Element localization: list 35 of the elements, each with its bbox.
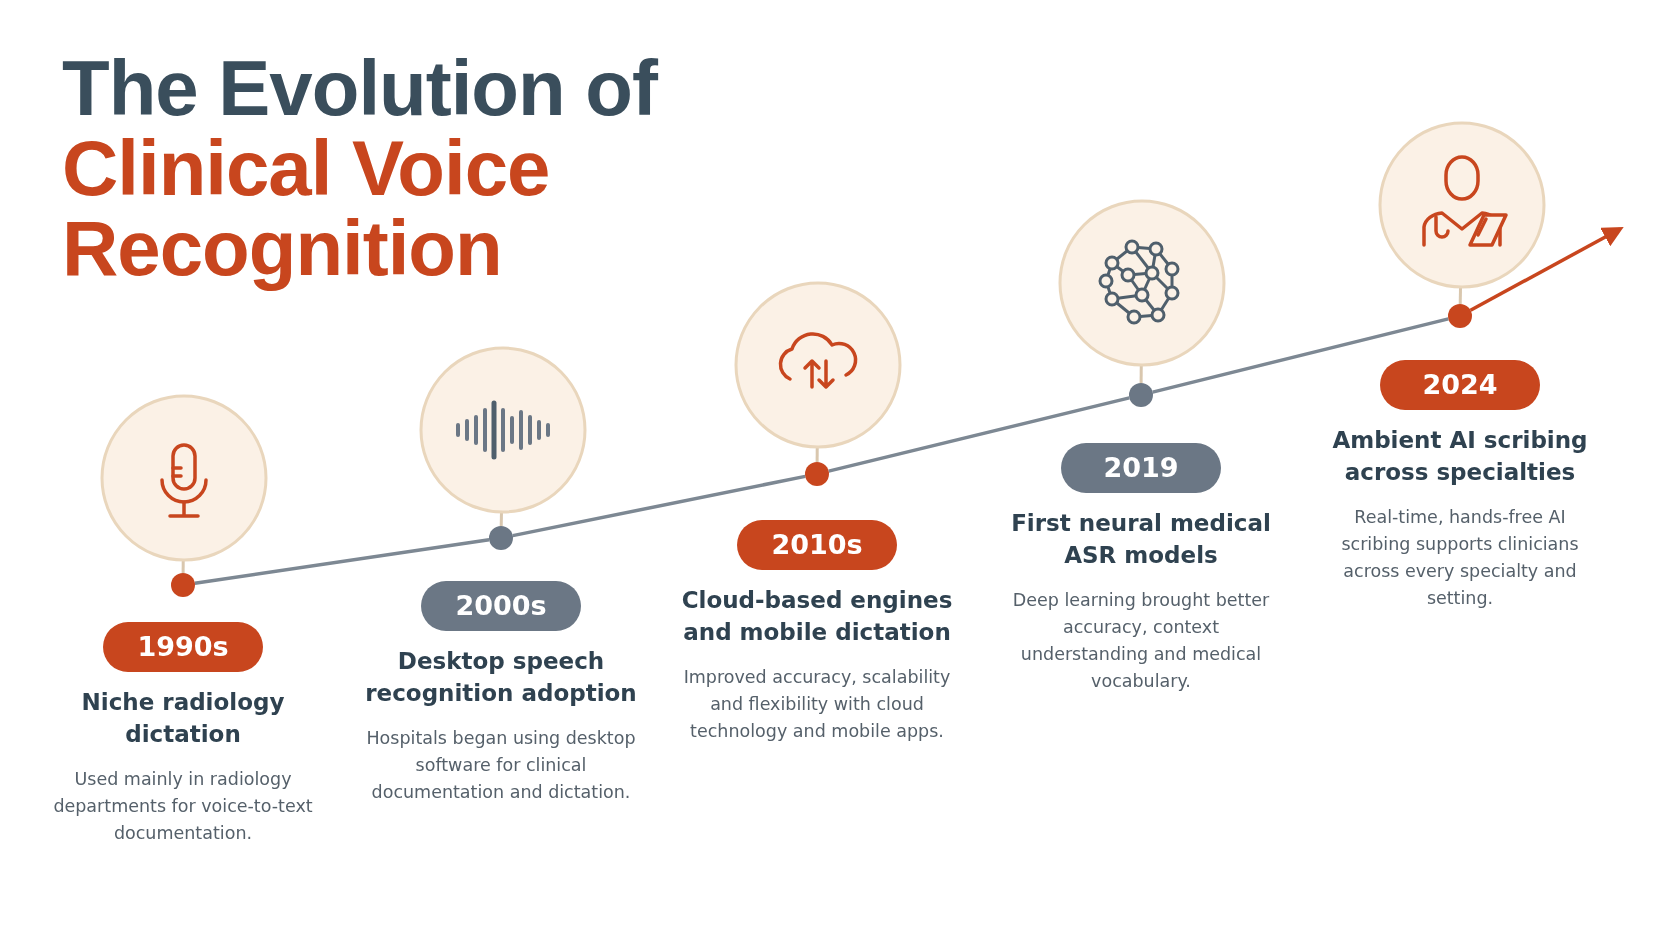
year-badge: 2010s xyxy=(737,520,897,570)
milestone-heading: Cloud-based engines and mobile dictation xyxy=(680,586,954,647)
timeline-line xyxy=(194,538,490,585)
icon-circle xyxy=(734,281,902,449)
milestone-description: Improved accuracy, scalability and flexibility with cloud technology and mobile apps. xyxy=(682,666,952,743)
timeline-line xyxy=(512,474,806,538)
connector-stem xyxy=(815,447,819,462)
icon-circle xyxy=(100,394,268,562)
year-badge: 2019 xyxy=(1061,443,1221,493)
timeline-dot xyxy=(805,462,829,486)
timeline-dot xyxy=(489,526,513,550)
connector-stem xyxy=(1139,365,1143,383)
year-badge: 2000s xyxy=(421,581,581,631)
milestone-heading: First neural medical ASR models xyxy=(1010,509,1272,570)
icon-circle xyxy=(1058,199,1226,367)
milestone-description: Used mainly in radiology departments for voice-to-text documentation. xyxy=(52,768,314,845)
connector-stem xyxy=(181,560,185,573)
timeline-dot xyxy=(1448,304,1472,328)
timeline-dot xyxy=(171,573,195,597)
icon-circle xyxy=(419,346,587,514)
year-badge: 1990s xyxy=(103,622,263,672)
milestone-description: Deep learning brought better accuracy, context understanding and medical vocabulary. xyxy=(1011,589,1271,693)
connector-stem xyxy=(1458,286,1462,305)
timeline-line xyxy=(1469,227,1624,312)
connector-stem xyxy=(499,511,503,527)
milestone-heading: Desktop speech recognition adoption xyxy=(364,647,638,708)
milestone-heading: Niche radiology dictation xyxy=(80,688,286,749)
icon-circle xyxy=(1378,121,1546,289)
milestone-description: Real-time, hands-free AI scribing supports clinicians across every specialty and setting. xyxy=(1340,506,1580,610)
milestone-description: Hospitals began using desktop software for clinical documentation and dictation. xyxy=(365,727,637,804)
milestone-heading: Ambient AI scribing across specialties xyxy=(1331,426,1589,487)
timeline-dot xyxy=(1129,383,1153,407)
year-badge: 2024 xyxy=(1380,360,1540,410)
timeline-line xyxy=(828,396,1130,473)
timeline-line xyxy=(1152,317,1449,394)
